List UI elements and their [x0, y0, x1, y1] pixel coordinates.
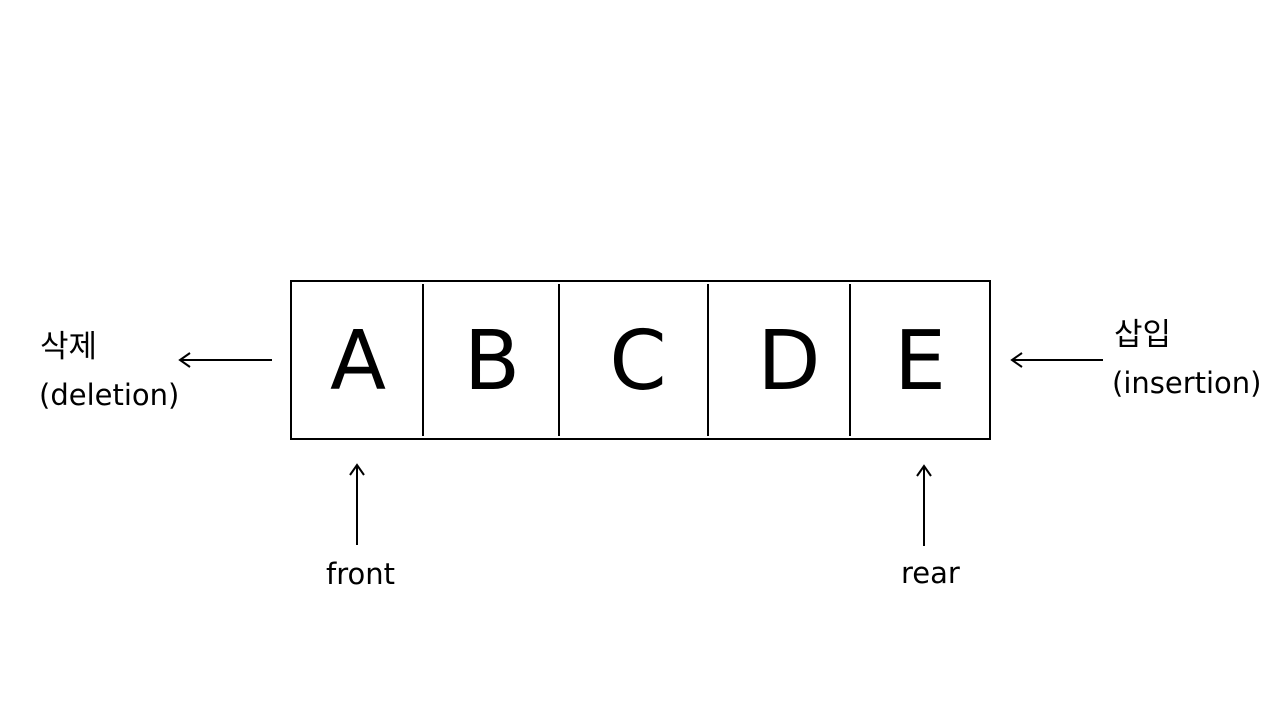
- queue-cell-e: E: [894, 314, 946, 409]
- front-arrow: [349, 463, 365, 545]
- deletion-label-english: (deletion): [39, 378, 180, 412]
- cell-divider: [849, 284, 851, 436]
- rear-arrow: [916, 464, 932, 546]
- queue-cell-a: A: [329, 314, 387, 409]
- insertion-arrow: [1010, 352, 1103, 368]
- queue-cell-d: D: [757, 314, 821, 409]
- rear-pointer-label: rear: [901, 556, 960, 590]
- cell-divider: [707, 284, 709, 436]
- cell-divider: [422, 284, 424, 436]
- cell-divider: [558, 284, 560, 436]
- queue-cell-b: B: [463, 314, 521, 409]
- queue-cell-c: C: [609, 314, 667, 409]
- queue-box: [290, 280, 991, 440]
- front-pointer-label: front: [326, 557, 395, 591]
- deletion-arrow: [178, 352, 272, 368]
- insertion-label-korean: 삽입: [1114, 317, 1172, 353]
- deletion-label-korean: 삭제: [40, 329, 98, 365]
- insertion-label-english: (insertion): [1112, 366, 1262, 400]
